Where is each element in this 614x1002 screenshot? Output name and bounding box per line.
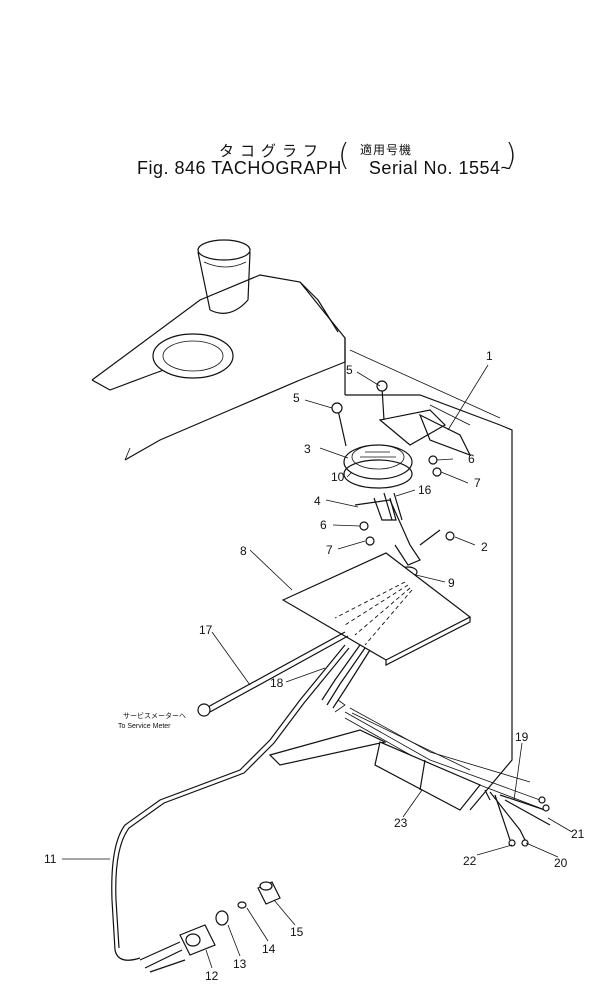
figure-title: Fig. 846 TACHOGRAPH [137, 158, 342, 178]
callout-2: 2 [481, 540, 488, 554]
callout-16: 16 [418, 483, 432, 497]
callout-18: 18 [270, 676, 284, 690]
callout-3: 3 [304, 442, 311, 456]
callout-5-lower: 5 [293, 391, 300, 405]
callout-14: 14 [262, 942, 276, 956]
callout-7-lower: 7 [326, 543, 333, 557]
title-japanese-serial: 適用号機 [360, 143, 413, 157]
callout-13: 13 [233, 957, 247, 971]
housing-outline [91, 239, 513, 811]
callout-8: 8 [240, 544, 247, 558]
title-english: Fig. 846 TACHOGRAPH Serial No. 1554~ [137, 158, 512, 179]
callout-4: 4 [314, 494, 321, 508]
note-english: To Service Meter [118, 723, 171, 730]
title-japanese: タコグラフ [219, 142, 325, 160]
harness-loom [268, 729, 551, 847]
callout-9: 9 [448, 576, 455, 590]
callout-19: 19 [515, 730, 529, 744]
callout-21: 21 [571, 827, 585, 841]
callout-6-upper: 6 [468, 452, 475, 466]
callout-17: 17 [199, 623, 213, 637]
callout-15: 15 [290, 925, 304, 939]
serial-range: Serial No. 1554~ [368, 158, 512, 178]
callout-23: 23 [394, 816, 408, 830]
leader-lines [62, 364, 573, 969]
tachograph-unit [331, 380, 472, 585]
cover-plate [281, 552, 472, 666]
callout-6-lower: 6 [320, 518, 327, 532]
title-close-paren: ) [505, 138, 517, 173]
callout-7-upper: 7 [474, 476, 481, 490]
callout-12: 12 [205, 969, 219, 983]
title-open-paren: ( [338, 138, 350, 173]
callout-22: 22 [463, 854, 477, 868]
callout-5-upper: 5 [346, 363, 353, 377]
callout-11: 11 [44, 852, 57, 866]
callout-20: 20 [554, 856, 568, 870]
callout-1: 1 [486, 349, 493, 363]
drive-cable [111, 644, 350, 961]
note-japanese: サービスメーターへ [123, 713, 186, 720]
speed-cable [197, 631, 349, 717]
fittings [139, 881, 281, 973]
callout-10: 10 [331, 470, 345, 484]
